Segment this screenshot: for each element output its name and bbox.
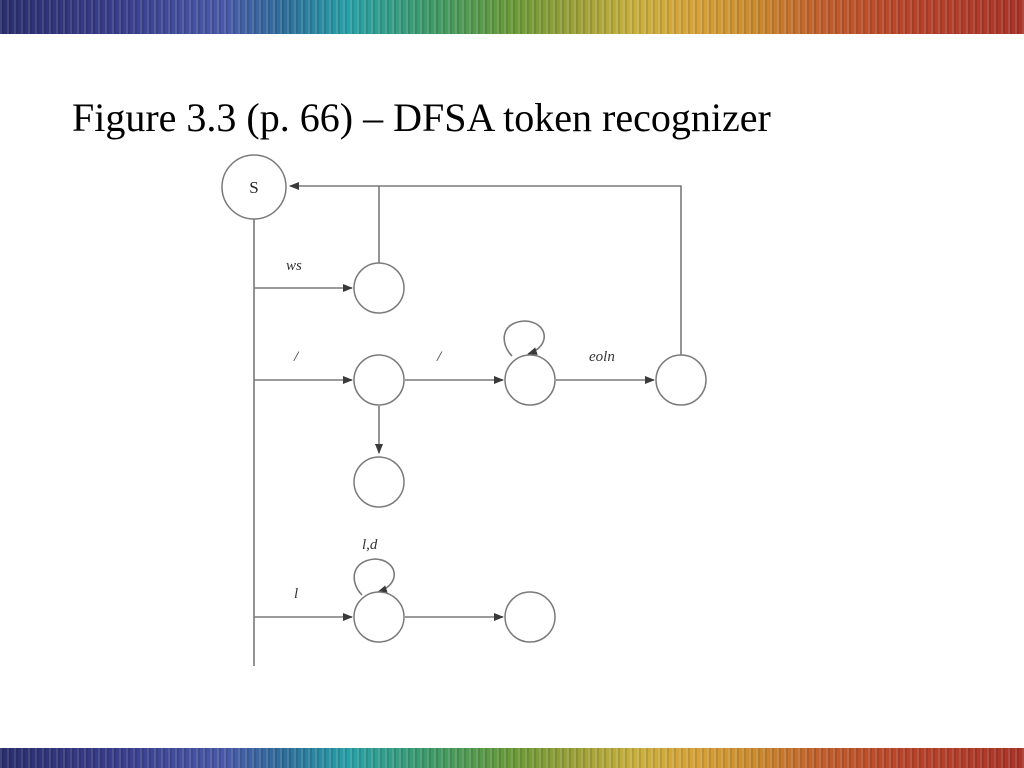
top-decorative-stripe xyxy=(0,0,1024,34)
ws-edge-label: ws xyxy=(286,258,302,274)
start-state xyxy=(221,154,287,220)
slash-edge-1-label: / xyxy=(293,349,300,365)
comment-self-loop xyxy=(503,320,545,357)
letter-edge-label: l xyxy=(294,586,298,602)
division-state xyxy=(353,456,405,508)
whitespace-state xyxy=(353,262,405,314)
eoln-edge-label: eoln xyxy=(589,349,615,365)
start-state-label: S xyxy=(249,178,258,197)
eoln-state xyxy=(655,354,707,406)
slash-state xyxy=(353,354,405,406)
letter-digit-loop-label: l,d xyxy=(362,537,378,553)
identifier-final-state xyxy=(504,591,556,643)
bottom-decorative-stripe xyxy=(0,748,1024,768)
identifier-self-loop xyxy=(353,558,395,596)
slide-title: Figure 3.3 (p. 66) – DFSA token recogniz… xyxy=(72,95,771,140)
identifier-state xyxy=(353,591,405,643)
return-edge xyxy=(289,182,682,355)
comment-state xyxy=(504,354,556,406)
slash-edge-2-label: / xyxy=(436,349,443,365)
